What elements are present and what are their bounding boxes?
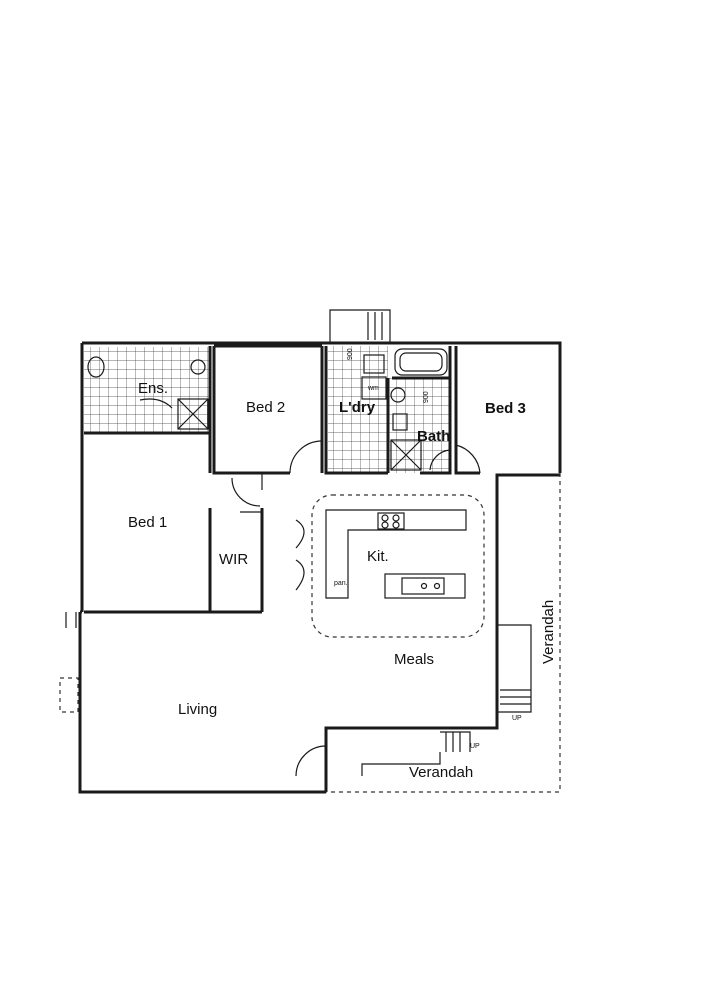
bath-tiles [388,378,450,473]
room-label-bed3: Bed 3 [485,400,526,417]
laundry-fixtures [361,354,422,471]
interior-walls [80,344,480,614]
bathtub [394,348,448,376]
left-fixtures [59,612,79,713]
room-label-ens: Ens. [138,380,168,397]
annotation-pan: pan. [334,580,348,587]
doors [231,440,481,777]
room-label-bed2: Bed 2 [246,399,285,416]
top-box [329,309,391,343]
room-label-bed1: Bed 1 [128,514,167,531]
room-label-meals: Meals [394,651,434,668]
annotation-up-2: UP [470,743,480,750]
room-label-verandah-front: Verandah [409,764,473,781]
verandah [326,473,561,793]
room-label-kit: Kit. [367,548,389,565]
ensuite-fixtures [87,356,209,430]
room-label-wir: WIR [219,551,248,568]
annotation-dim-2: 900 [423,391,430,403]
room-label-living: Living [178,701,217,718]
room-label-verandah-side: Verandah [540,600,557,664]
kitchen [311,494,485,638]
annotation-dim-1: 900 [347,348,354,360]
room-label-bath: Bath [417,428,450,445]
laundry-tiles [328,346,388,473]
annotation-wm: wm [367,385,379,392]
room-label-ldry: L'dry [339,399,376,416]
annotation-up-1: UP [512,715,522,722]
